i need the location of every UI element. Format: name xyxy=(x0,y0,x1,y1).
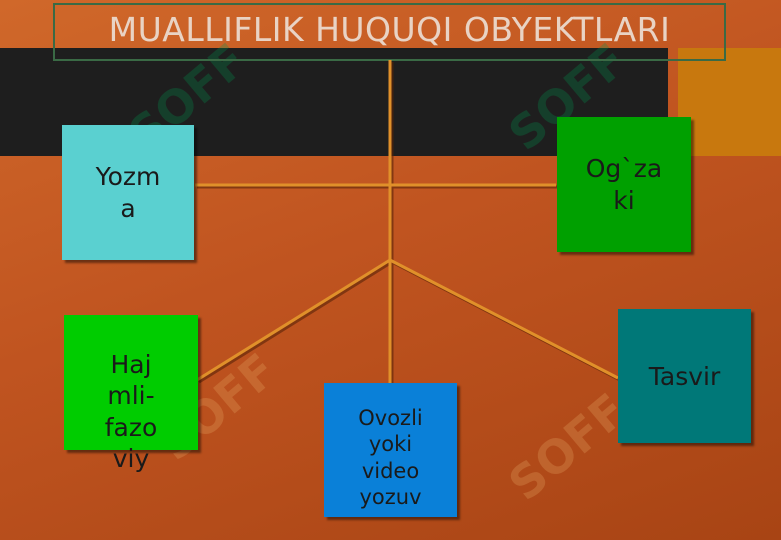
box-tasvir-label: Tasvir xyxy=(648,362,721,391)
slide-title: MUALLIFLIK HUQUQI OBYEKTLARI xyxy=(108,10,671,49)
box-hajmli: Haj mli- fazo viy xyxy=(64,315,198,473)
box-ogzaki: Og`za ki xyxy=(557,117,691,252)
box-ovozli: Ovozli yoki video yozuv xyxy=(324,383,457,517)
box-yozma: Yozm a xyxy=(62,125,194,260)
left-branch-line xyxy=(196,258,391,382)
box-tasvir: Tasvir xyxy=(618,309,751,443)
box-yozma-label: Yozm a xyxy=(95,162,161,223)
box-ovozli-label: Ovozli yoki video yozuv xyxy=(358,406,423,509)
box-ogzaki-label: Og`za ki xyxy=(585,154,663,215)
box-hajmli-label: Haj mli- fazo viy xyxy=(104,350,158,473)
accent-block xyxy=(678,48,781,156)
right-branch-line xyxy=(389,258,619,380)
